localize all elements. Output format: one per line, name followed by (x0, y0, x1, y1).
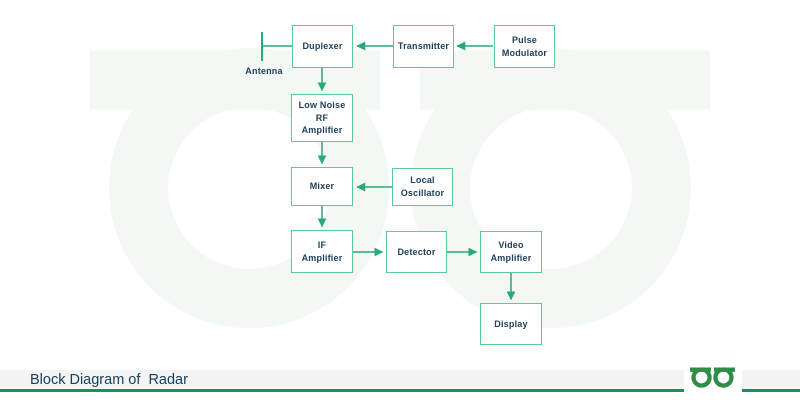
diagram-caption: Block Diagram of Radar (30, 372, 188, 388)
block-video-amplifier: Video Amplifier (480, 231, 542, 273)
block-duplexer: Duplexer (292, 25, 353, 68)
footer-bar-right (742, 370, 800, 392)
block-pulse-modulator: Pulse Modulator (494, 25, 555, 68)
block-transmitter: Transmitter (393, 25, 454, 68)
block-local-oscillator: Local Oscillator (392, 168, 453, 206)
block-if-amplifier: IF Amplifier (291, 230, 353, 273)
geeksforgeeks-logo-icon (690, 367, 735, 388)
block-mixer: Mixer (291, 167, 353, 206)
antenna-label: Antenna (245, 66, 283, 76)
block-detector: Detector (386, 231, 447, 273)
block-low-noise-rf-amplifier: Low Noise RF Amplifier (291, 94, 353, 142)
footer-bar: Block Diagram of Radar (0, 370, 684, 392)
block-display: Display (480, 303, 542, 345)
